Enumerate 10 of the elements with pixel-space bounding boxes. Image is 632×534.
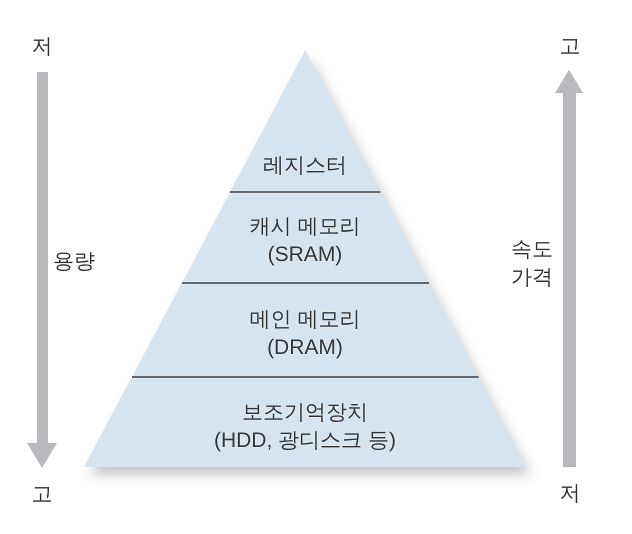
axis-label: 용량 (53, 249, 95, 275)
layer-label: 캐시 메모리 (SRAM) (250, 214, 360, 268)
layer-label: 보조기억장치 (HDD, 광디스크 등) (214, 400, 396, 454)
axis-label: 저 (560, 481, 580, 507)
axis-label: 고 (32, 482, 52, 508)
axis-label: 속도 가격 (511, 237, 553, 291)
axis-label: 고 (560, 34, 580, 60)
layer-label: 메인 메모리 (DRAM) (250, 307, 360, 361)
layer-label: 레지스터 (262, 153, 347, 179)
axis-label: 저 (32, 34, 52, 60)
